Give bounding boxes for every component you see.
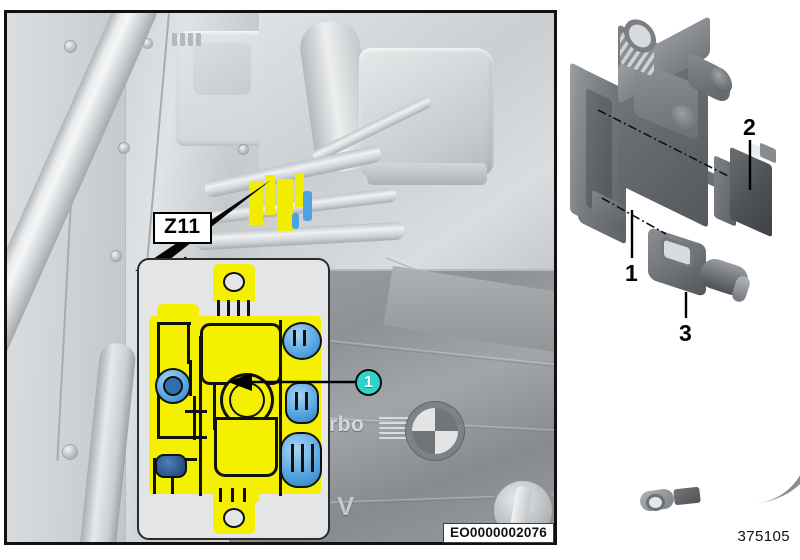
cable-lug-block (673, 486, 701, 506)
fusebox-in-bay-highlight (245, 173, 312, 235)
engine-cover-model-text: V (337, 491, 355, 521)
engine-cover-turbo-text: rbo (329, 413, 365, 436)
bmw-roundel-logo (412, 408, 458, 454)
air-filter-housing (359, 48, 494, 176)
bolt-head (65, 41, 76, 52)
bulkhead-recess-inner (193, 43, 251, 95)
fusebox-detail-inset (137, 258, 330, 540)
component-designation-label: Z11 (153, 212, 212, 244)
callout-badge-1: 1 (355, 369, 382, 396)
bolt-head (63, 445, 77, 459)
small-blue-connector (155, 454, 187, 478)
protective-cap-body (730, 146, 772, 238)
bulkhead-vent-slots (172, 33, 204, 51)
blue-connector-middle (285, 382, 319, 424)
bolt-head (143, 39, 152, 48)
connector-plug-housing (648, 226, 706, 298)
cable-terminal-eyelet (646, 494, 665, 511)
exploded-parts-view: 2 1 3 (562, 10, 800, 550)
engine-cover-speed-lines (379, 417, 413, 442)
wiring-harness-cable (704, 268, 800, 506)
relay-module-seat (203, 326, 279, 382)
part-number-3: 3 (679, 320, 692, 346)
engine-bay-photo-panel: rbo V (4, 10, 557, 545)
part-number-1: 1 (625, 260, 638, 286)
bolt-head (239, 145, 248, 154)
bolt-head (119, 143, 129, 153)
blue-connector-top (282, 322, 322, 360)
bolt-head (111, 251, 121, 261)
drawing-number: 375105 (737, 528, 790, 545)
part-number-2: 2 (743, 114, 756, 140)
blue-connector-bottom (280, 432, 322, 488)
image-id-badge: EO0000002076 (443, 523, 554, 543)
air-filter-housing-lip (367, 163, 487, 185)
